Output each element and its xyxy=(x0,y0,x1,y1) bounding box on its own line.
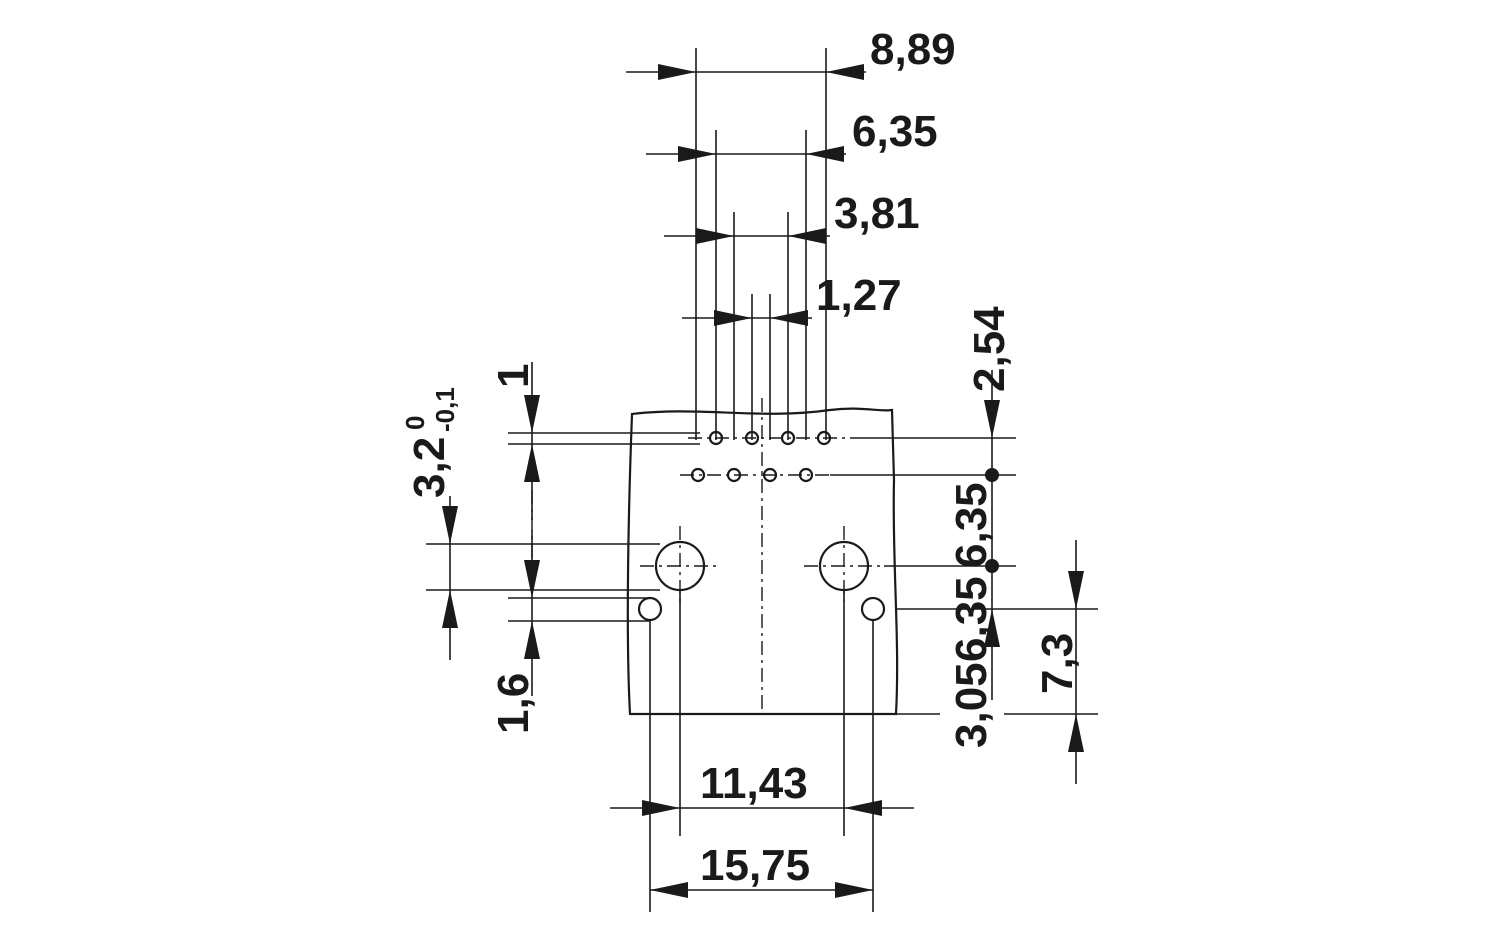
dim-label-3-2: 3,2 xyxy=(405,437,454,498)
dim-label-8-89: 8,89 xyxy=(870,25,956,74)
dim-7-3: 7,3 xyxy=(1033,540,1084,784)
dim-3-81: 3,81 xyxy=(664,189,920,244)
dim-chain-right: 2,54 6,35 6,35 3,05 xyxy=(947,306,1014,748)
extension-lines-top xyxy=(695,48,827,440)
dim-label-1: 1 xyxy=(489,364,538,388)
dim-tolerance-lower: -0,1 xyxy=(430,387,460,432)
extension-lines-right xyxy=(830,437,1098,715)
dim-1-27: 1,27 xyxy=(682,271,902,326)
peg-right xyxy=(860,596,886,622)
dim-3-2: 3,2 0 -0,1 xyxy=(400,387,460,660)
extension-lines-left xyxy=(426,432,700,622)
dim-11-43: 11,43 xyxy=(610,759,914,816)
dim-tolerance-upper: 0 xyxy=(400,416,430,430)
component-outline xyxy=(626,407,899,716)
dim-15-75: 15,75 xyxy=(650,841,873,898)
pin-row-bottom xyxy=(680,467,830,483)
dim-label-6-35-mid: 6,35 xyxy=(947,482,996,568)
dim-label-11-43: 11,43 xyxy=(700,759,808,808)
pin-row-top xyxy=(688,430,852,446)
dim-label-1-27: 1,27 xyxy=(816,271,902,320)
dim-label-2-54: 2,54 xyxy=(965,306,1014,392)
dim-label-3-05: 3,05 xyxy=(947,662,996,748)
dim-label-6-35: 6,35 xyxy=(852,107,938,156)
dim-label-6-35-low: 6,35 xyxy=(947,576,996,662)
dim-6-35-top: 6,35 xyxy=(646,107,938,162)
peg-left xyxy=(637,596,663,622)
extension-lines-bottom xyxy=(649,590,874,912)
dim-label-7-3: 7,3 xyxy=(1033,633,1082,694)
dim-label-15-75: 15,75 xyxy=(700,841,810,890)
dim-label-1-6: 1,6 xyxy=(489,673,538,734)
dim-1-6: 1,6 xyxy=(489,530,540,734)
dim-label-3-81: 3,81 xyxy=(834,189,920,238)
dim-8-89: 8,89 xyxy=(626,25,956,80)
